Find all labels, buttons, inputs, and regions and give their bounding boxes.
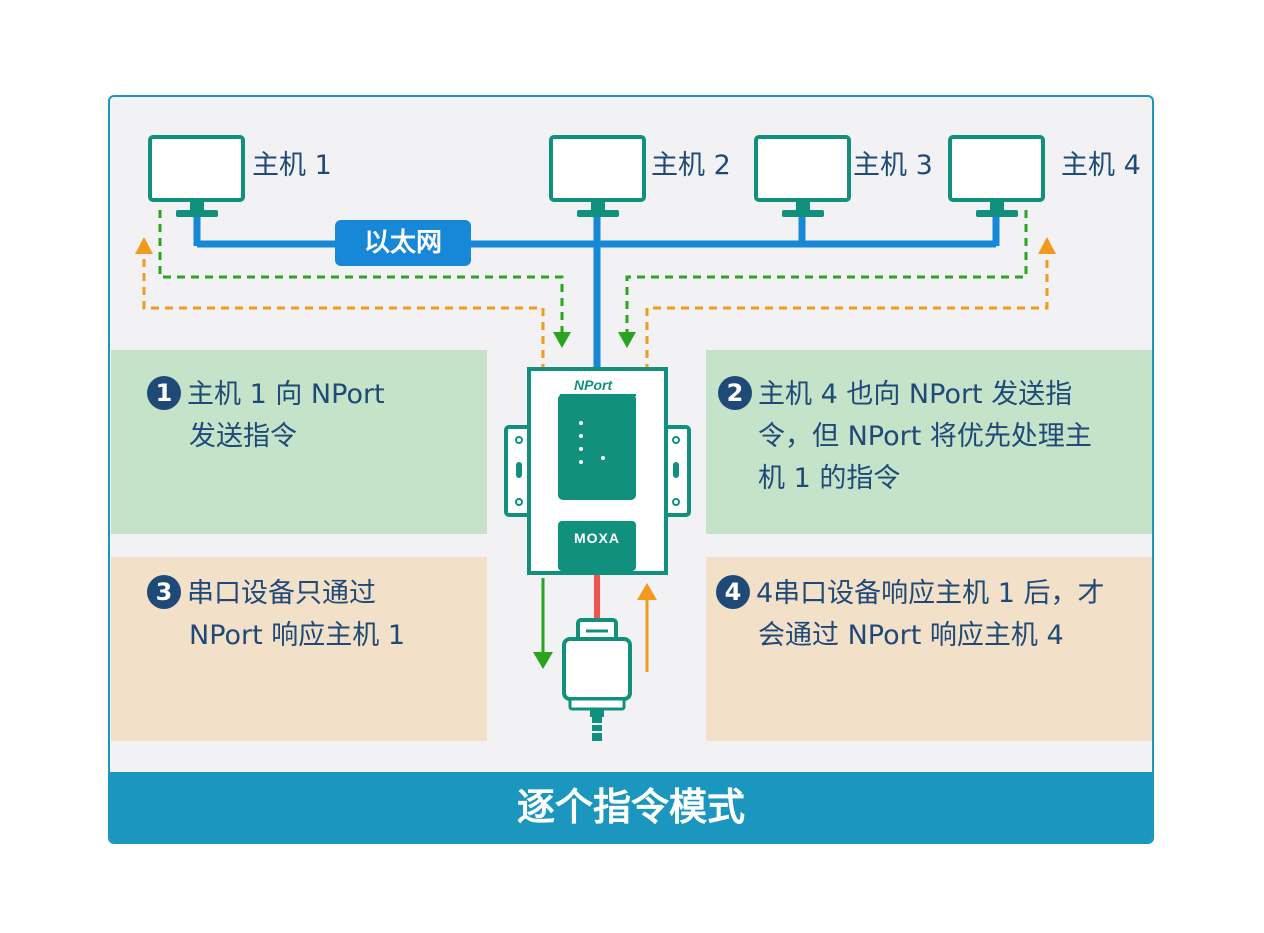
host-2-label: 主机 2	[651, 150, 731, 181]
orange-response-path-host1	[135, 237, 545, 372]
moxa-brand-label: MOXA	[574, 530, 620, 546]
step-4-line-1: 4串口设备响应主机 1 后，才	[756, 578, 1105, 609]
step-1-number: 1	[147, 375, 181, 410]
step-2-line-2: 令，但 NPort 将优先处理主	[758, 421, 1092, 452]
title-bar: 逐个指令模式	[110, 772, 1152, 842]
step-2-line-1: 主机 4 也向 NPort 发送指	[758, 379, 1073, 410]
serial-device	[562, 618, 632, 741]
step-3-line-2: NPort 响应主机 1	[189, 620, 406, 651]
host-3-monitor	[754, 135, 851, 217]
green-request-path-host4	[618, 210, 1028, 348]
step-2-number: 2	[718, 375, 752, 410]
orange-response-path-host4	[645, 237, 1056, 372]
host-1-label: 主机 1	[252, 150, 332, 181]
orange-uplink-arrow	[637, 583, 657, 672]
step-1-line-1: 主机 1 向 NPort	[187, 379, 385, 410]
host-3-label: 主机 3	[853, 150, 933, 181]
step-2-line-3: 机 1 的指令	[758, 463, 901, 494]
step-3-number: 3	[147, 574, 181, 609]
nport-device: NPort MOXA	[504, 367, 691, 575]
ethernet-bus	[193, 212, 1000, 368]
host-4-label: 主机 4	[1061, 150, 1141, 181]
green-downlink-arrow	[533, 578, 553, 669]
step-4-panel	[706, 557, 1152, 741]
page-title: 逐个指令模式	[516, 785, 745, 829]
step-4-number: 4	[716, 574, 750, 609]
host-1-monitor	[148, 135, 245, 217]
host-2-monitor	[549, 135, 646, 217]
step-4-line-2: 会通过 NPort 响应主机 4	[758, 620, 1064, 651]
step-1-line-2: 发送指令	[189, 421, 297, 452]
green-request-path-host1	[158, 210, 571, 348]
ethernet-label: 以太网	[335, 220, 471, 266]
nport-model-label: NPort	[574, 377, 613, 393]
step-3-line-1: 串口设备只通过	[187, 578, 376, 609]
step-2-panel	[706, 350, 1152, 534]
host-4-monitor	[948, 135, 1045, 217]
